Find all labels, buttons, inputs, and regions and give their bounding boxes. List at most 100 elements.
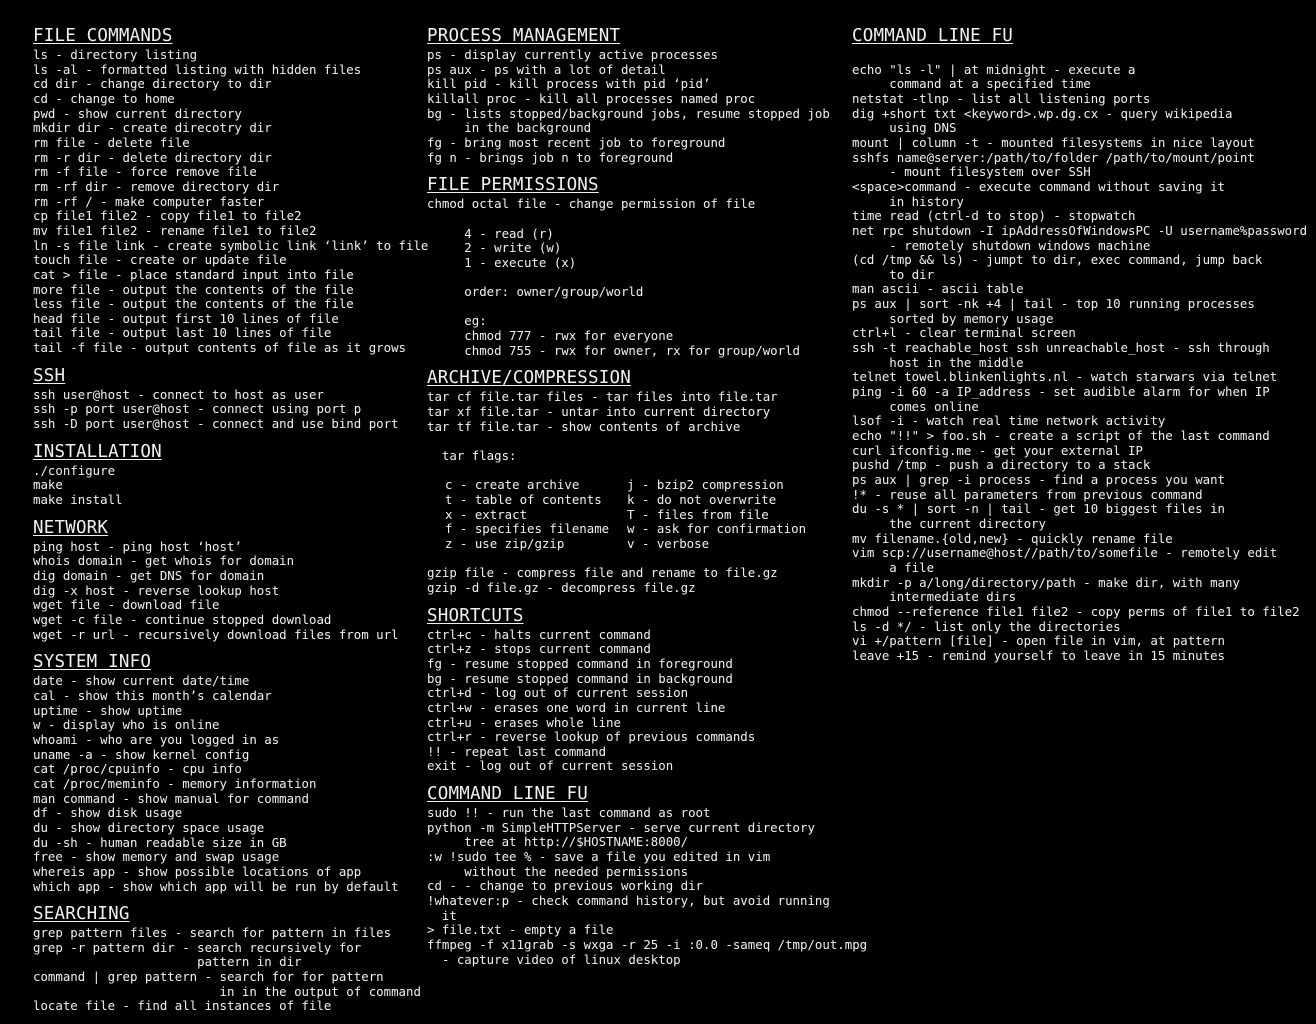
cheatsheet-line: tail -f file - output contents of file a… — [33, 340, 406, 356]
cheatsheet-line: man command - show manual for command — [33, 790, 310, 806]
cheatsheet-line: fg - bring most recent job to foreground — [427, 134, 726, 150]
blank-line — [427, 212, 847, 227]
cheatsheet-line: ssh -t reachable_host ssh unreachable_ho… — [852, 340, 1270, 356]
cheatsheet-line: cp file1 file2 - copy file1 to file2 — [33, 208, 302, 224]
cheatsheet-line: mkdir -p a/long/directory/path - make di… — [852, 574, 1240, 590]
cheatsheet-line: ./configure — [33, 462, 116, 478]
cheatsheet-line: - capture video of linux desktop — [427, 951, 681, 967]
cheatsheet-line: mv file1 file2 - rename file1 to file2 — [33, 222, 317, 238]
cheatsheet-line: wget file - download file — [33, 597, 220, 613]
cheatsheet-line: df - show disk usage — [33, 805, 183, 821]
cheatsheet-line: ffmpeg -f x11grab -s wxga -r 25 -i :0.0 … — [427, 937, 868, 953]
cheatsheet-line: mount | column -t - mounted filesystems … — [852, 134, 1255, 150]
cheatsheet-line: cd - - change to previous working dir — [427, 878, 704, 894]
cheatsheet-line: grep pattern files - search for pattern … — [33, 925, 392, 941]
section-heading: SSH — [33, 365, 66, 386]
cheatsheet-line: cat /proc/cpuinfo - cpu info — [33, 761, 242, 777]
cheatsheet-line: uptime - show uptime — [33, 702, 183, 718]
cheatsheet-line: python -m SimpleHTTPServer - serve curre… — [427, 819, 815, 835]
cheatsheet-line: which app - show which app will be run b… — [33, 878, 399, 894]
cheatsheet-line: sudo !! - run the last command as root — [427, 805, 711, 821]
section-heading: ARCHIVE/COMPRESSION — [427, 368, 631, 389]
cheatsheet-line: exit - log out of current session — [427, 758, 674, 774]
cheatsheet-line: !* - reuse all parameters from previous … — [852, 486, 1203, 502]
cheatsheet-line: locate file - find all instances of file — [33, 998, 332, 1014]
cheatsheet-line: net rpc shutdown -I ipAddressOfWindowsPC… — [852, 222, 1308, 238]
cheatsheet-line: a file — [852, 559, 935, 575]
cheatsheet-line: ssh -D port user@host - connect and use … — [33, 416, 399, 432]
blank-line — [427, 434, 847, 449]
cheatsheet-line: 4 - read (r) — [427, 225, 554, 241]
cheatsheet-line: bg - resume stopped command in backgroun… — [427, 670, 733, 686]
cheatsheet-line: tar xf file.tar - untar into current dir… — [427, 404, 771, 420]
tar-flag: w - ask for confirmation — [627, 521, 807, 537]
tar-flag: z - use zip/gzip — [445, 535, 565, 551]
cheatsheet-line: fg - resume stopped command in foregroun… — [427, 655, 733, 671]
cheatsheet-line: lsof -i - watch real time network activi… — [852, 413, 1166, 429]
tar-flag: v - verbose — [627, 535, 710, 551]
cheatsheet-line: <space>command - execute command without… — [852, 178, 1225, 194]
section-heading: COMMAND LINE FU — [427, 784, 589, 805]
cheatsheet-line: mkdir dir - create direcotry dir — [33, 120, 272, 136]
cheatsheet-line: in the background — [427, 120, 592, 136]
cheatsheet-line: bg - lists stopped/background jobs, resu… — [427, 105, 830, 121]
section-heading: NETWORK — [33, 517, 109, 538]
cheatsheet-line: man ascii - ascii table — [852, 281, 1024, 297]
cheatsheet-line: without the needed permissions — [427, 863, 689, 879]
cheatsheet-line: ctrl+c - halts current command — [427, 626, 651, 642]
cheatsheet-line: head file - output first 10 lines of fil… — [33, 310, 339, 326]
cheatsheet-line: comes online — [852, 398, 979, 414]
cheatsheet-line: chmod 755 - rwx for owner, rx for group/… — [427, 342, 800, 358]
cheatsheet-line: cd dir - change directory to dir — [33, 76, 272, 92]
cheatsheet-line: ctrl+d - log out of current session — [427, 685, 689, 701]
cheatsheet-line: the current directory — [852, 515, 1046, 531]
cheatsheet-line: ls - directory listing — [33, 47, 198, 62]
tar-flag: j - bzip2 compression — [627, 477, 784, 493]
cheatsheet-line: dig domain - get DNS for domain — [33, 568, 265, 584]
cheatsheet-line: 2 - write (w) — [427, 240, 562, 256]
cheatsheet-line: ctrl+z - stops current command — [427, 641, 651, 657]
tar-flag: c - create archive — [445, 477, 580, 493]
blank-line — [427, 464, 847, 479]
cheatsheet-line: host in the middle — [852, 354, 1024, 370]
cheatsheet-line: !! - repeat last command — [427, 743, 607, 759]
cheatsheet-line: ps aux | sort -nk +4 | tail - top 10 run… — [852, 296, 1255, 312]
cheatsheet-line: ssh -p port user@host - connect using po… — [33, 401, 362, 417]
cheatsheet-line: less file - output the contents of the f… — [33, 296, 354, 312]
cheatsheet-line: (cd /tmp && ls) - jumpt to dir, exec com… — [852, 252, 1263, 268]
tar-flag: f - specifies filename — [445, 521, 610, 537]
cheatsheet-line: touch file - create or update file — [33, 252, 287, 268]
cheatsheet-line: ctrl+u - erases whole line — [427, 714, 621, 730]
cheatsheet-line: tail file - output last 10 lines of file — [33, 325, 332, 341]
cheatsheet-line: ps - display currently active processes — [427, 47, 718, 62]
cheatsheet-line: :w !sudo tee % - save a file you edited … — [427, 849, 771, 865]
cheatsheet-line: ps aux | grep -i process - find a proces… — [852, 472, 1225, 488]
section-heading: SEARCHING — [33, 904, 130, 925]
cheatsheet-line: killall proc - kill all processes named … — [427, 90, 756, 106]
cheatsheet-line: ctrl+w - erases one word in current line — [427, 699, 726, 715]
cheatsheet-line: to dir — [852, 266, 935, 282]
cheatsheet-line: ping -i 60 -a IP_address - set audible a… — [852, 384, 1270, 400]
section-heading: FILE COMMANDS — [33, 26, 173, 46]
cheatsheet-line: tar tf file.tar - show contents of archi… — [427, 418, 741, 434]
cheatsheet-line: vim scp://username@host//path/to/somefil… — [852, 545, 1278, 561]
section-heading: SYSTEM INFO — [33, 652, 152, 673]
cheatsheet-line: tar flags: — [427, 448, 517, 464]
cheatsheet-line: - remotely shutdown windows machine — [852, 237, 1151, 253]
cheatsheet-line: intermediate dirs — [852, 589, 1017, 605]
cheatsheet-line: using DNS — [852, 120, 957, 136]
cheatsheet-line: du -s * | sort -n | tail - get 10 bigges… — [852, 501, 1225, 517]
cheatsheet-line: kill pid - kill process with pid ‘pid’ — [427, 76, 711, 92]
cheatsheet-line: wget -c file - continue stopped download — [33, 612, 332, 627]
section-heading: SHORTCUTS — [427, 605, 524, 626]
cheatsheet-line: rm -rf / - make computer faster — [33, 193, 265, 209]
cheatsheet-line: whereis app - show possible locations of… — [33, 863, 362, 879]
cheatsheet-line: wget -r url - recursively download files… — [33, 626, 399, 642]
